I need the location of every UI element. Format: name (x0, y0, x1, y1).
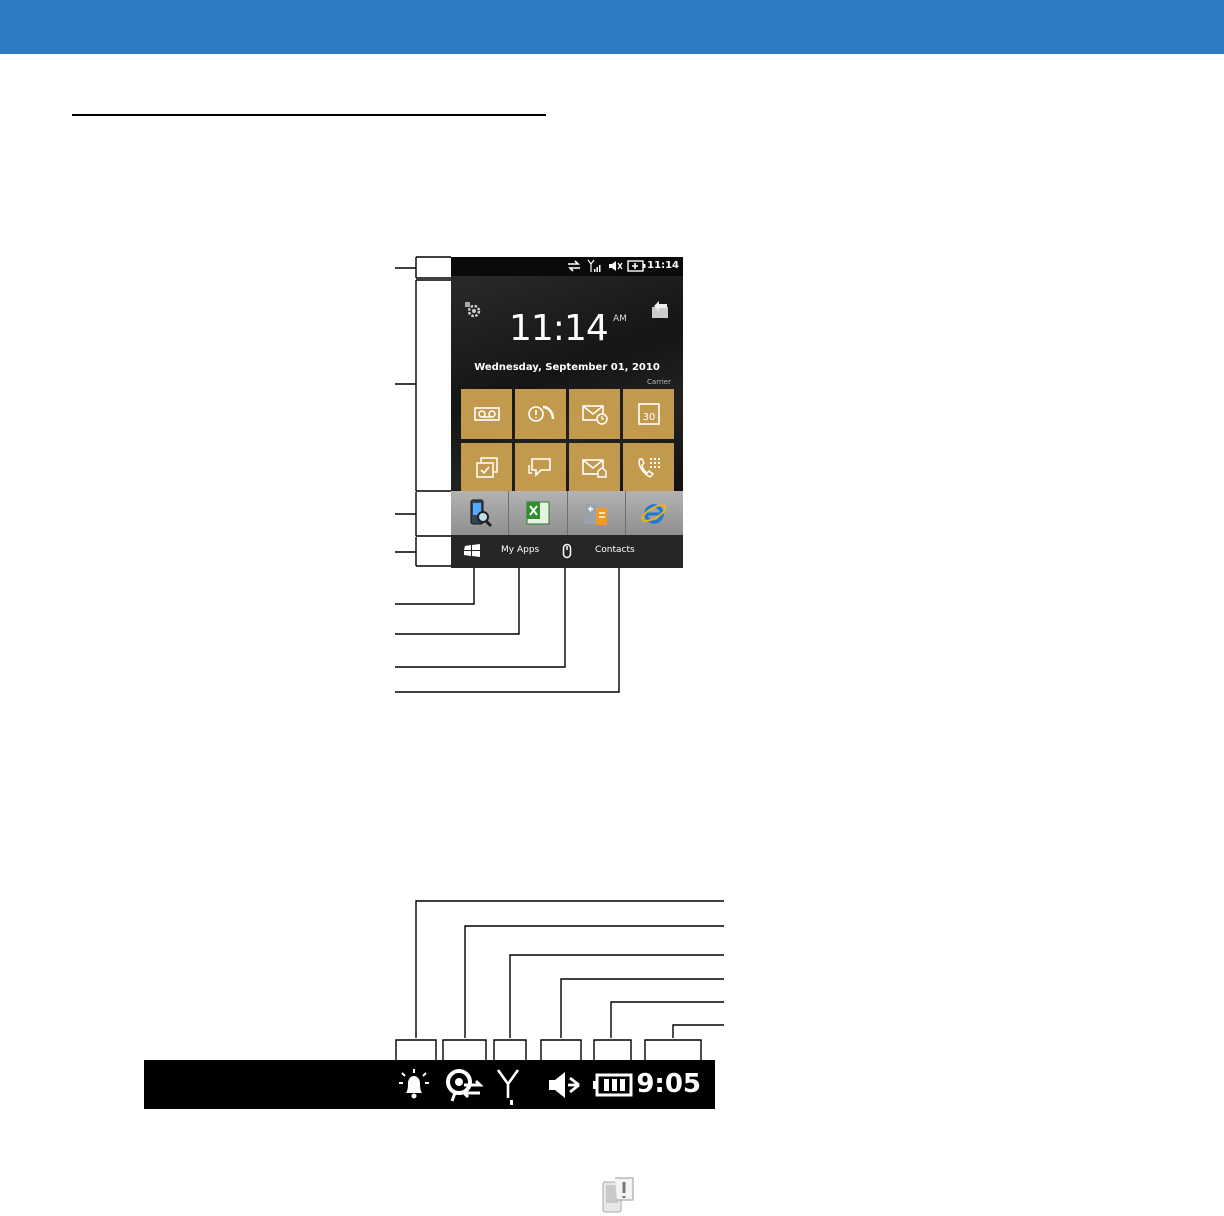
calendar-day: 30 (642, 412, 655, 423)
speaker-mute-icon (549, 1072, 580, 1098)
tasks-tile[interactable] (461, 443, 512, 493)
callout-line-input-panel (395, 568, 566, 668)
bracket-signal (493, 1039, 527, 1060)
missed-call-tile[interactable] (515, 389, 566, 439)
callout-line-signal (509, 954, 724, 1038)
callout-line-sync (464, 925, 724, 1038)
missed-call-icon (527, 405, 554, 422)
messaging-tile[interactable] (515, 443, 566, 493)
phone-dialer-icon (637, 458, 660, 478)
speaker-mute-icon (609, 261, 623, 271)
callout-line-my-apps (395, 568, 520, 635)
pinned-app-calculator[interactable] (567, 491, 626, 535)
bracket-battery (593, 1039, 632, 1060)
battery-icon (627, 260, 646, 272)
voicemail-icon (473, 407, 500, 421)
alarm-icon (399, 1069, 429, 1099)
inbox-icon (581, 459, 607, 478)
notification-device-icon (602, 1177, 634, 1213)
pinned-app-browser[interactable] (625, 491, 683, 535)
device-search-icon (470, 499, 492, 528)
sync-icon (568, 260, 580, 272)
phone-status-bar[interactable]: 11:14 (451, 257, 683, 276)
document-header-band (0, 0, 1224, 54)
callout-bracket-soft-keys (415, 537, 451, 567)
internet-explorer-icon (641, 504, 667, 524)
today-content: 11:14 AM Wednesday, September 01, 2010 C… (451, 276, 683, 493)
start-menu-icon[interactable] (463, 543, 481, 559)
phone-tile[interactable] (623, 443, 674, 493)
clock: 11:14 (509, 308, 609, 349)
bracket-speaker (540, 1039, 582, 1060)
callout-line-speaker (560, 978, 724, 1038)
callout-line-battery (610, 1001, 724, 1038)
pinned-app-search[interactable] (451, 491, 510, 535)
pinned-apps-bar (451, 491, 683, 535)
softkey-left-my-apps[interactable]: My Apps (501, 545, 540, 555)
tile-grid: 30 (461, 389, 675, 493)
callout-bracket-pinned-apps (415, 492, 451, 537)
status-time: 11:14 (647, 260, 679, 271)
inbox-tile[interactable] (569, 443, 620, 493)
carrier-label: Carrier (647, 378, 671, 386)
input-panel-icon[interactable] (562, 543, 572, 559)
bracket-sync (442, 1039, 487, 1060)
callout-line-start (395, 568, 475, 605)
clock-ampm: AM (613, 314, 627, 324)
status-time: 9:05 (636, 1069, 701, 1099)
pinned-app-excel[interactable] (509, 491, 568, 535)
email-tile[interactable] (569, 389, 620, 439)
callout-line-time (672, 1024, 724, 1038)
excel-icon (526, 501, 550, 525)
battery-icon (593, 1073, 633, 1097)
signal-icon (496, 1069, 520, 1105)
soft-key-bar: My Apps Contacts (451, 535, 683, 568)
signal-icon (587, 259, 601, 272)
calendar-tile[interactable]: 30 (623, 389, 674, 439)
sync-icon (446, 1069, 484, 1102)
bracket-time (644, 1039, 702, 1060)
bracket-alarm (395, 1039, 437, 1060)
calendar-icon: 30 (637, 403, 660, 425)
callout-bracket-status-bar (415, 256, 451, 279)
calculator-icon (585, 504, 608, 525)
settings-gear-icon[interactable] (463, 300, 483, 320)
activesync-icon[interactable] (649, 300, 671, 320)
callout-bracket-today-screen (415, 279, 451, 492)
voicemail-tile[interactable] (461, 389, 512, 439)
today-screen: 11:14 11:14 AM Wednesday, September 01, … (451, 257, 683, 568)
heading-underline (72, 114, 546, 116)
email-icon (581, 405, 608, 425)
messaging-icon (527, 458, 551, 477)
date-label: Wednesday, September 01, 2010 (474, 362, 660, 373)
softkey-right-contacts[interactable]: Contacts (595, 545, 635, 555)
status-bar-closeup: 9:05 (144, 1060, 715, 1109)
tasks-icon (475, 457, 498, 478)
callout-line-alarm (415, 900, 724, 1038)
callout-line-contacts (395, 568, 620, 693)
